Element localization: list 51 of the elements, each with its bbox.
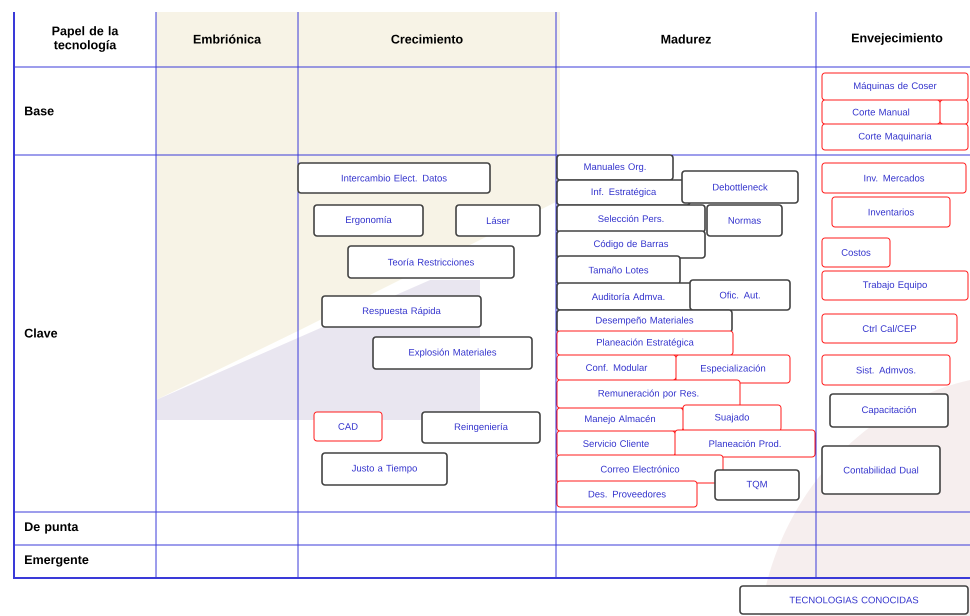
technology-box: Selección Pers.: [556, 204, 706, 233]
technology-box: Planeación Estratégica: [556, 330, 734, 356]
technology-box: Conf. Modular: [556, 354, 676, 380]
technology-box: Auditoría Admva.: [556, 282, 701, 311]
table-header: Crecimiento: [391, 34, 463, 44]
table-header: Base: [25, 106, 54, 116]
table-header: Clave: [24, 328, 58, 338]
table-header: Madurez: [661, 34, 711, 44]
technology-box: Justo a Tiempo: [321, 452, 448, 486]
technology-box: Especialización: [676, 354, 790, 384]
technology-box: Láser: [455, 204, 541, 237]
technology-box: Des. Proveedores: [556, 480, 698, 508]
table-header: Emergente: [25, 555, 88, 567]
technology-box: Correo Electrónico: [556, 454, 724, 484]
technology-box: Teoría Restricciones: [347, 245, 515, 279]
table-header: De punta: [25, 522, 78, 534]
technology-box: Tamaño Lotes: [556, 255, 681, 285]
technology-box: Reingeniería: [421, 411, 541, 444]
technology-box: Ergonomía: [313, 204, 424, 237]
technology-box: Costos: [822, 238, 890, 268]
technology-box: Capacitación: [829, 393, 949, 428]
technology-box: Explosión Materiales: [372, 336, 533, 370]
technology-box: Manuales Org.: [556, 154, 674, 181]
technology-box: Código de Barras: [556, 230, 706, 259]
technology-box: Desempeño Materiales: [556, 309, 733, 333]
technology-box: Normas: [706, 204, 783, 237]
technology-box: Intercambio Elect. Datos: [297, 162, 491, 194]
technology-box: Remuneración por Res.: [556, 380, 740, 408]
technology-box: CAD: [314, 412, 382, 442]
technology-box: Trabajo Equipo: [822, 270, 968, 300]
technology-box: Suajado: [682, 404, 782, 432]
technology-box: Corte Maquinaria: [822, 124, 968, 150]
table-header: Envejecimiento: [852, 33, 942, 45]
technology-box: Respuesta Rápida: [321, 295, 482, 328]
technology-box: Máquinas de Coser: [822, 72, 968, 100]
technology-box: Manejo Almacén: [556, 408, 684, 432]
technology-box: Ctrl Cal/CEP: [822, 314, 958, 344]
table-header: Embriónica: [194, 34, 262, 44]
technology-box: Inventarios: [832, 196, 950, 228]
technology-box: Servicio Cliente: [556, 430, 676, 456]
technology-box: Ofic. Aut.: [689, 279, 791, 311]
technology-box: TECNOLOGIAS CONOCIDAS: [739, 585, 969, 615]
technology-box: Debottleneck: [681, 170, 799, 204]
technology-box: Inv. Mercados: [822, 162, 966, 194]
technology-box: Inf. Estratégica: [556, 179, 691, 206]
technology-box: Planeación Prod.: [674, 430, 816, 458]
technology-box: Contabilidad Dual: [821, 445, 941, 495]
technology-box: Sist. Admvos.: [822, 354, 950, 386]
technology-box: Corte Manual: [822, 100, 940, 124]
technology-box: TQM: [714, 469, 800, 501]
table-header: Papel de la tecnología: [52, 26, 118, 52]
